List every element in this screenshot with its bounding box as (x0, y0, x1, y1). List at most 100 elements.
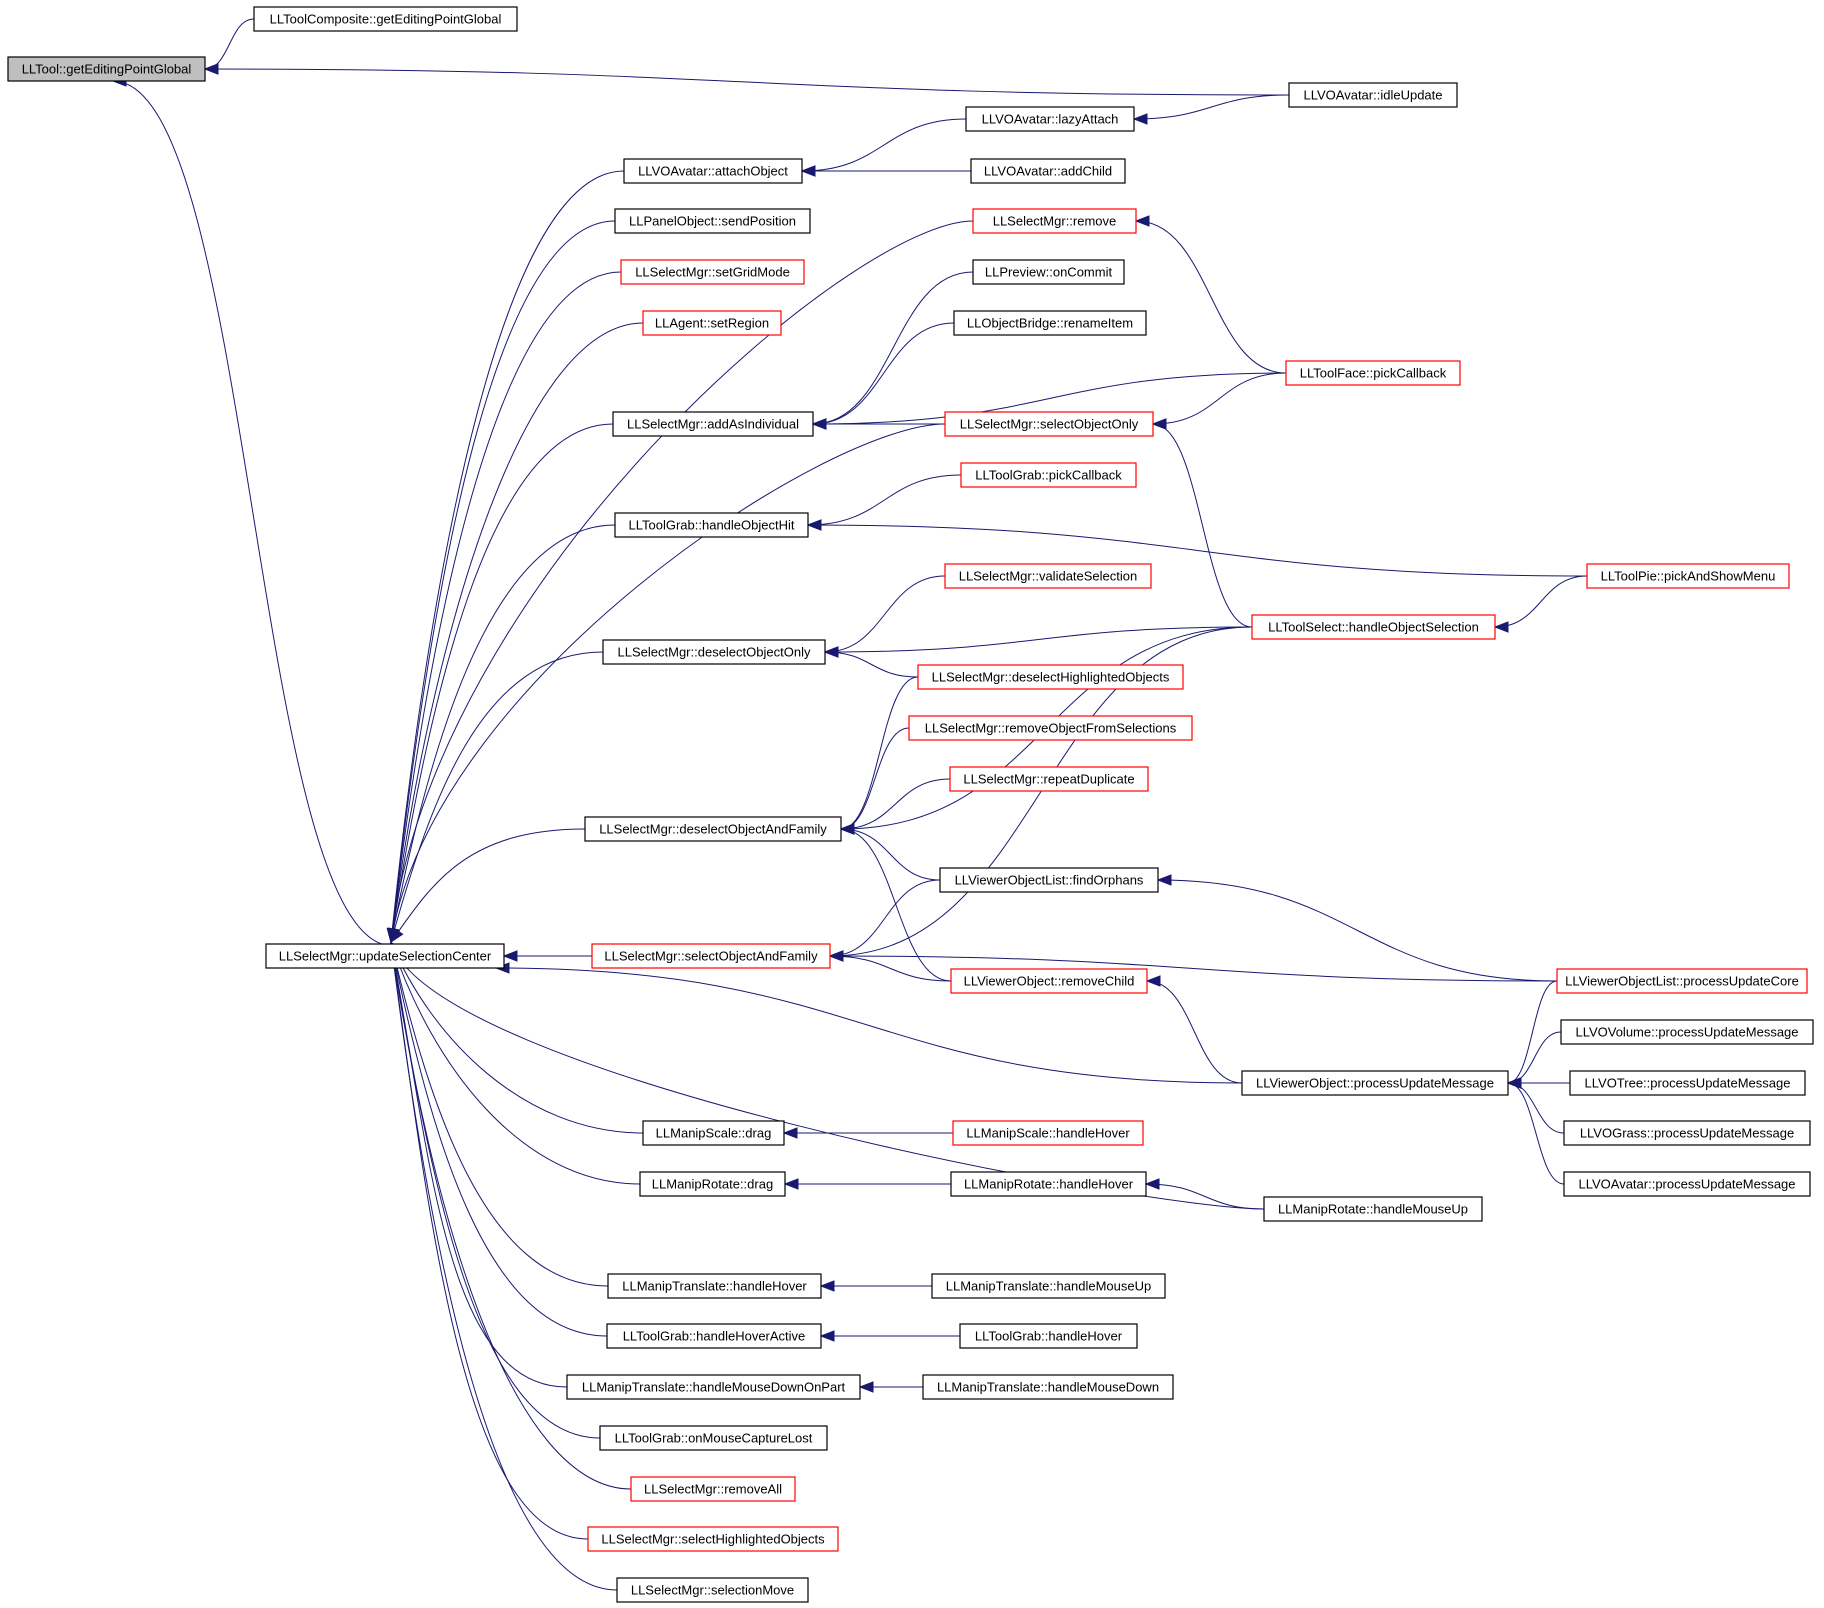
node-mt_md[interactable]: LLManipTranslate::handleMouseDown (922, 1374, 1174, 1400)
node-box[interactable] (908, 715, 1193, 741)
node-box[interactable] (1556, 968, 1808, 994)
node-box[interactable] (7, 56, 206, 82)
node-vo_lazy[interactable]: LLVOAvatar::lazyAttach (965, 106, 1135, 132)
node-box[interactable] (607, 1273, 822, 1299)
node-mt_hover[interactable]: LLManipTranslate::handleHover (607, 1273, 822, 1299)
node-box[interactable] (642, 1120, 785, 1146)
node-tc_gepg[interactable]: LLToolComposite::getEditingPointGlobal (253, 6, 518, 32)
node-box[interactable] (616, 1577, 809, 1603)
node-sm_remove[interactable]: LLSelectMgr::remove (972, 208, 1137, 234)
node-mt_mouseup[interactable]: LLManipTranslate::handleMouseUp (931, 1273, 1166, 1299)
node-box[interactable] (939, 867, 1159, 893)
node-root[interactable]: LLTool::getEditingPointGlobal (7, 56, 206, 82)
node-sm_validate[interactable]: LLSelectMgr::validateSelection (944, 563, 1152, 589)
node-tg_pick[interactable]: LLToolGrab::pickCallback (960, 462, 1137, 488)
node-box[interactable] (953, 310, 1147, 336)
node-box[interactable] (630, 1476, 796, 1502)
node-po_sendpos[interactable]: LLPanelObject::sendPosition (614, 208, 811, 234)
node-sm_remsel[interactable]: LLSelectMgr::removeObjectFromSelections (908, 715, 1193, 741)
node-box[interactable] (1241, 1070, 1509, 1096)
node-box[interactable] (972, 259, 1125, 285)
node-sm_selhl[interactable]: LLSelectMgr::selectHighlightedObjects (587, 1526, 839, 1552)
node-pv_commit[interactable]: LLPreview::onCommit (972, 259, 1125, 285)
node-box[interactable] (584, 816, 842, 842)
node-box[interactable] (944, 563, 1152, 589)
node-ms_drag[interactable]: LLManipScale::drag (642, 1120, 785, 1146)
node-sm_update[interactable]: LLSelectMgr::updateSelectionCenter (265, 943, 505, 969)
node-box[interactable] (944, 411, 1154, 437)
node-mr_drag[interactable]: LLManipRotate::drag (639, 1171, 786, 1197)
node-box[interactable] (972, 208, 1137, 234)
node-box[interactable] (931, 1273, 1166, 1299)
node-vav_pum[interactable]: LLVOAvatar::processUpdateMessage (1563, 1171, 1811, 1197)
node-box[interactable] (1288, 82, 1458, 108)
node-box[interactable] (566, 1374, 861, 1400)
node-vobj_pum[interactable]: LLViewerObject::processUpdateMessage (1241, 1070, 1509, 1096)
node-box[interactable] (1569, 1070, 1806, 1096)
node-box[interactable] (614, 208, 811, 234)
node-box[interactable] (950, 1171, 1147, 1197)
node-box[interactable] (1251, 614, 1496, 640)
node-box[interactable] (614, 512, 809, 538)
node-box[interactable] (265, 943, 505, 969)
node-vo_attach[interactable]: LLVOAvatar::attachObject (623, 158, 803, 184)
node-box[interactable] (606, 1323, 822, 1349)
node-box[interactable] (253, 6, 518, 32)
node-box[interactable] (952, 1120, 1144, 1146)
node-vo_addchild[interactable]: LLVOAvatar::addChild (970, 158, 1126, 184)
node-mr_mouseup[interactable]: LLManipRotate::handleMouseUp (1263, 1196, 1483, 1222)
node-sm_selmove[interactable]: LLSelectMgr::selectionMove (616, 1577, 809, 1603)
node-box[interactable] (917, 664, 1184, 690)
node-vtree_pum[interactable]: LLVOTree::processUpdateMessage (1569, 1070, 1806, 1096)
node-vo_idle[interactable]: LLVOAvatar::idleUpdate (1288, 82, 1458, 108)
node-box[interactable] (1563, 1171, 1811, 1197)
node-box[interactable] (960, 462, 1137, 488)
node-vobj_remchild[interactable]: LLViewerObject::removeChild (950, 968, 1148, 994)
node-box[interactable] (599, 1425, 828, 1451)
node-box[interactable] (602, 639, 826, 665)
node-box[interactable] (620, 259, 805, 285)
node-box[interactable] (922, 1374, 1174, 1400)
node-tp_pick[interactable]: LLToolPie::pickAndShowMenu (1586, 563, 1790, 589)
node-sm_deselfam[interactable]: LLSelectMgr::deselectObjectAndFamily (584, 816, 842, 842)
node-tg_mcl[interactable]: LLToolGrab::onMouseCaptureLost (599, 1425, 828, 1451)
node-ag_setregion[interactable]: LLAgent::setRegion (642, 310, 782, 336)
node-box[interactable] (1285, 360, 1461, 386)
node-mt_mdpart[interactable]: LLManipTranslate::handleMouseDownOnPart (566, 1374, 861, 1400)
node-tg_hover[interactable]: LLToolGrab::handleHover (959, 1323, 1138, 1349)
node-tg_hoveract[interactable]: LLToolGrab::handleHoverActive (606, 1323, 822, 1349)
node-vgrass_pum[interactable]: LLVOGrass::processUpdateMessage (1563, 1120, 1811, 1146)
node-box[interactable] (612, 411, 814, 437)
node-sm_setgrid[interactable]: LLSelectMgr::setGridMode (620, 259, 805, 285)
node-box[interactable] (587, 1526, 839, 1552)
node-sm_selfam[interactable]: LLSelectMgr::selectObjectAndFamily (591, 943, 831, 969)
node-sm_remall[interactable]: LLSelectMgr::removeAll (630, 1476, 796, 1502)
node-sm_deselhl[interactable]: LLSelectMgr::deselectHighlightedObjects (917, 664, 1184, 690)
node-box[interactable] (970, 158, 1126, 184)
node-box[interactable] (1586, 563, 1790, 589)
node-box[interactable] (1563, 1120, 1811, 1146)
node-box[interactable] (950, 968, 1148, 994)
node-box[interactable] (949, 766, 1149, 792)
node-sm_selonly[interactable]: LLSelectMgr::selectObjectOnly (944, 411, 1154, 437)
node-box[interactable] (591, 943, 831, 969)
node-box[interactable] (639, 1171, 786, 1197)
node-mr_hover[interactable]: LLManipRotate::handleHover (950, 1171, 1147, 1197)
node-sm_repdup[interactable]: LLSelectMgr::repeatDuplicate (949, 766, 1149, 792)
node-vvol_pum[interactable]: LLVOVolume::processUpdateMessage (1560, 1019, 1814, 1045)
node-ts_handle[interactable]: LLToolSelect::handleObjectSelection (1251, 614, 1496, 640)
node-vol_orph[interactable]: LLViewerObjectList::findOrphans (939, 867, 1159, 893)
node-sm_deselonly[interactable]: LLSelectMgr::deselectObjectOnly (602, 639, 826, 665)
node-ms_hover[interactable]: LLManipScale::handleHover (952, 1120, 1144, 1146)
node-ob_rename[interactable]: LLObjectBridge::renameItem (953, 310, 1147, 336)
node-box[interactable] (965, 106, 1135, 132)
node-tg_hit[interactable]: LLToolGrab::handleObjectHit (614, 512, 809, 538)
node-box[interactable] (1263, 1196, 1483, 1222)
node-box[interactable] (623, 158, 803, 184)
node-box[interactable] (1560, 1019, 1814, 1045)
node-tf_pick[interactable]: LLToolFace::pickCallback (1285, 360, 1461, 386)
node-vol_puc[interactable]: LLViewerObjectList::processUpdateCore (1556, 968, 1808, 994)
node-sm_addind[interactable]: LLSelectMgr::addAsIndividual (612, 411, 814, 437)
node-box[interactable] (959, 1323, 1138, 1349)
node-box[interactable] (642, 310, 782, 336)
